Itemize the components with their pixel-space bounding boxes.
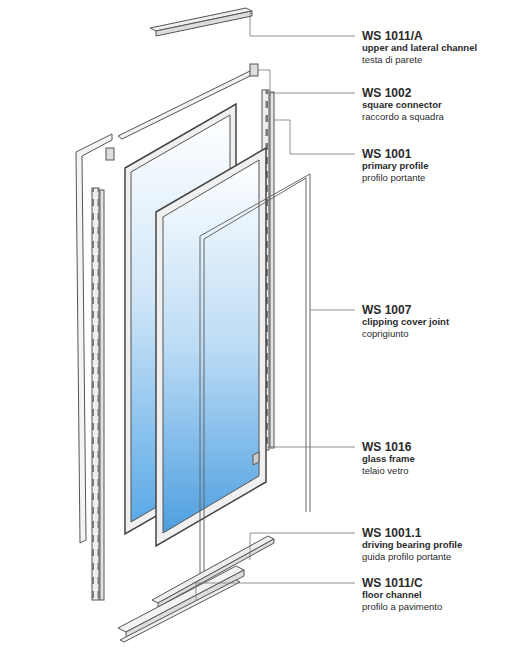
part-name: upper and lateral channel (362, 43, 477, 54)
part-name-italian: raccordo a squadra (362, 112, 444, 123)
part-code: WS 1011/A (362, 30, 423, 44)
part-name-italian: profilo portante (362, 173, 425, 184)
part-code: WS 1016 (362, 441, 411, 455)
part-name-italian: profilo a pavimento (362, 602, 442, 613)
part-name: driving bearing profile (362, 540, 462, 551)
part-code: WS 1011/C (362, 577, 423, 591)
part-name-italian: coprigiunto (362, 329, 408, 340)
part-code: WS 1007 (362, 304, 411, 318)
part-name: square connector (362, 100, 442, 111)
part-name-italian: guida profilo portante (362, 552, 451, 563)
part-code: WS 1001 (362, 148, 411, 162)
part-name: primary profile (362, 161, 429, 172)
part-name: floor channel (362, 590, 422, 601)
leader-lines (196, 13, 355, 600)
part-name: clipping cover joint (362, 317, 449, 328)
part-name: glass frame (362, 454, 415, 465)
part-code: WS 1002 (362, 87, 411, 101)
part-code: WS 1001.1 (362, 527, 421, 541)
part-name-italian: testa di parete (362, 55, 422, 66)
part-name-italian: telaio vetro (362, 466, 408, 477)
